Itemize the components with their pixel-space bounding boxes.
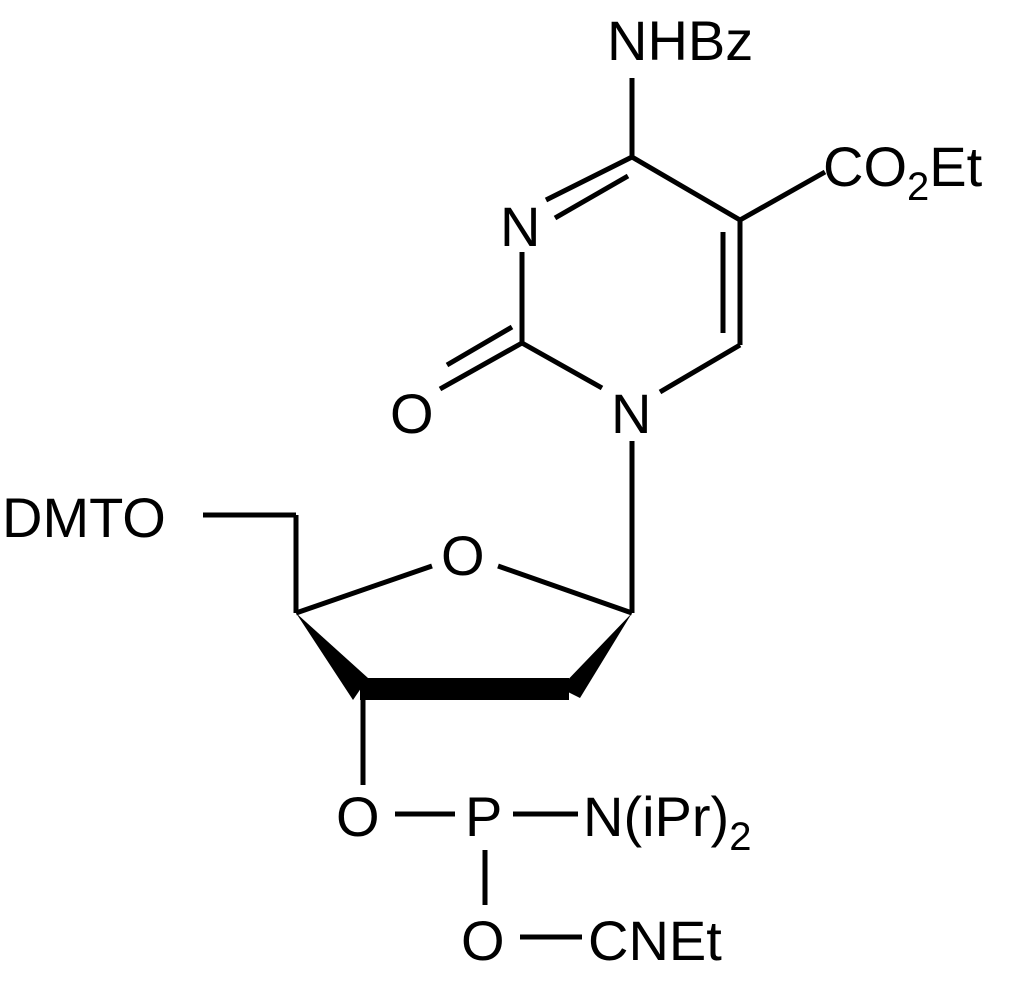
label-ring-n1: N [611, 382, 651, 445]
label-ester-et: Et [929, 135, 982, 198]
bond-n1-c2 [520, 340, 604, 391]
label-amine: N(iPr)2 [583, 785, 751, 859]
label-nhbz: NHBz [607, 9, 753, 72]
bond-n3-c4-inner [553, 173, 630, 221]
wedge-c3prime-c2prime [360, 678, 569, 700]
bond-c6-n1 [658, 342, 742, 395]
label-carbonyl-o: O [390, 382, 434, 445]
label-cnet: CNEt [588, 909, 722, 972]
atom-labels: NHBz CO2Et N O N DMTO O O P N(iPr)2 O CN… [2, 9, 983, 972]
label-ester-co: CO [823, 135, 907, 198]
bond-c5-ester [738, 169, 827, 223]
label-amine-n: N(iPr) [583, 785, 729, 848]
label-ring-o: O [441, 524, 485, 587]
bond-n3-c4 [544, 154, 634, 203]
label-dmto: DMTO [2, 486, 166, 549]
label-o3prime: O [336, 785, 380, 848]
label-ring-n3: N [500, 195, 540, 258]
wedge-c2prime-c1prime [560, 613, 632, 698]
label-amine-sub: 2 [729, 815, 751, 859]
bond-c2-o [438, 340, 524, 392]
label-ester: CO2Et [823, 135, 983, 209]
label-ester-sub: 2 [907, 165, 929, 209]
wedge-c4prime-c3prime [296, 613, 368, 700]
bond-c1prime-o4prime [497, 563, 633, 616]
bond-c2-o-inner [445, 324, 514, 368]
bond-o4prime-c4prime [295, 563, 433, 616]
sugar-ring-bonds [203, 512, 633, 785]
phosphoramidite-bonds [395, 811, 582, 940]
bond-c4-c5 [630, 154, 742, 223]
label-o-cyano: O [461, 909, 505, 972]
label-p: P [465, 785, 502, 848]
pyrimidine-ring-bonds [438, 78, 827, 613]
